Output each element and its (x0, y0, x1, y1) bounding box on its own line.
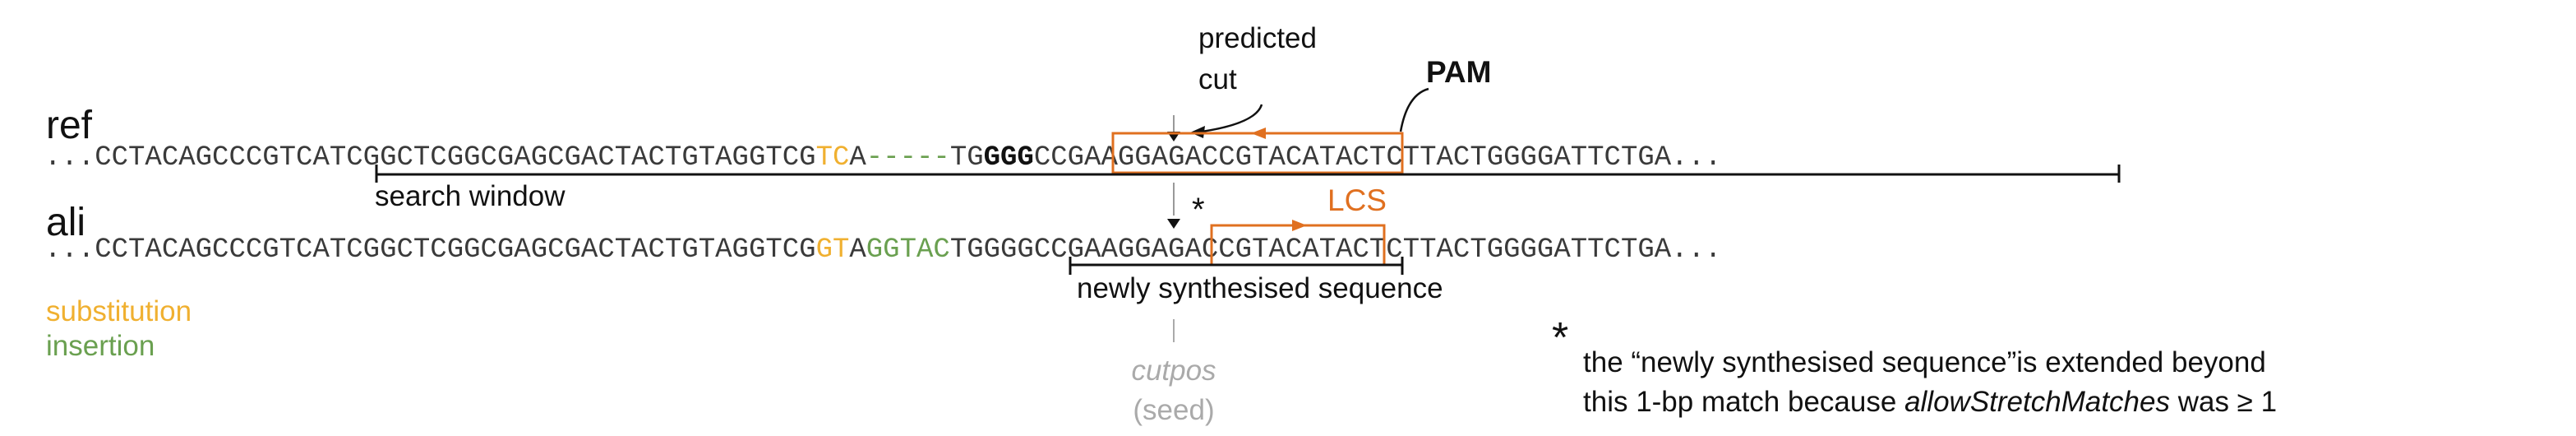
ali-cut-marker (1167, 219, 1180, 229)
ali-seg-tg: TG (950, 234, 984, 266)
footnote-asterisk: * (1552, 314, 1568, 362)
pam-label: PAM (1426, 55, 1491, 89)
predicted-cut-label-line1: predicted (1198, 22, 1317, 54)
predicted-cut-label-line2: cut (1198, 63, 1237, 95)
pam-pointer-curve (1399, 87, 1429, 132)
ref-seg-tg: TG (950, 142, 984, 174)
ali-row-label: ali (46, 201, 85, 244)
ref-sequence: ...CCTACAGCCCGTCATCGGCTCGGCGAGCGACTACTGT… (44, 142, 1721, 174)
cutpos-label: cutpos (1131, 355, 1216, 387)
ref-row-label: ref (46, 104, 93, 147)
ref-seg-plain: CCTACAGCCCGTCATCGGCTCGGCGAGCGACTACTGTAGG… (95, 142, 815, 174)
lcs-label: LCS (1327, 183, 1387, 217)
ali-ellipsis-right: ... (1671, 234, 1721, 266)
search-window-label: search window (375, 180, 566, 212)
ref-seg-tail: CCGAAGGAGACCGTACATACTCTTACTGGGGATTCTGA (1034, 142, 1672, 174)
lcs-direction-arrowhead (1292, 220, 1307, 231)
ali-seg-tail: GGGCCGAAGGAGACCGTACATACTCTTACTGGGGATTCTG… (984, 234, 1672, 266)
ali-sequence: ...CCTACAGCCCGTCATCGGCTCGGCGAGCGACTACTGT… (44, 234, 1721, 266)
ref-ellipsis-right: ... (1671, 142, 1721, 174)
seed-label: (seed) (1133, 394, 1214, 426)
ref-box-direction-arrowhead (1251, 128, 1266, 139)
footnote-line2-post: was ≥ 1 (2170, 386, 2277, 418)
newly-synthesised-label: newly synthesised sequence (1077, 272, 1443, 304)
footnote-line2-param: allowStretchMatches (1904, 386, 2170, 418)
ref-seg-substitution: TC (816, 142, 850, 174)
legend-insertion: insertion (46, 330, 155, 362)
ali-seg-a: A (849, 234, 866, 266)
legend-substitution: substitution (46, 295, 192, 327)
ref-seg-gap: ----- (866, 142, 950, 174)
ali-ellipsis-left: ... (44, 234, 95, 266)
ref-ellipsis-left: ... (44, 142, 95, 174)
ali-seg-plain: CCTACAGCCCGTCATCGGCTCGGCGAGCGACTACTGTAGG… (95, 234, 815, 266)
footnote-line2: this 1-bp match because allowStretchMatc… (1583, 386, 2277, 418)
predicted-cut-curve-arrow (1201, 104, 1263, 133)
footnote-line1: the “newly synthesised sequence”is exten… (1583, 346, 2266, 378)
ali-seg-substitution: GT (816, 234, 850, 266)
ref-seg-a: A (849, 142, 866, 174)
stretch-match-asterisk: * (1192, 192, 1205, 228)
footnote-line2-pre: this 1-bp match because (1583, 386, 1904, 418)
ali-seg-insertion: GGTAC (866, 234, 950, 266)
ref-seg-pam: GGG (984, 142, 1034, 174)
